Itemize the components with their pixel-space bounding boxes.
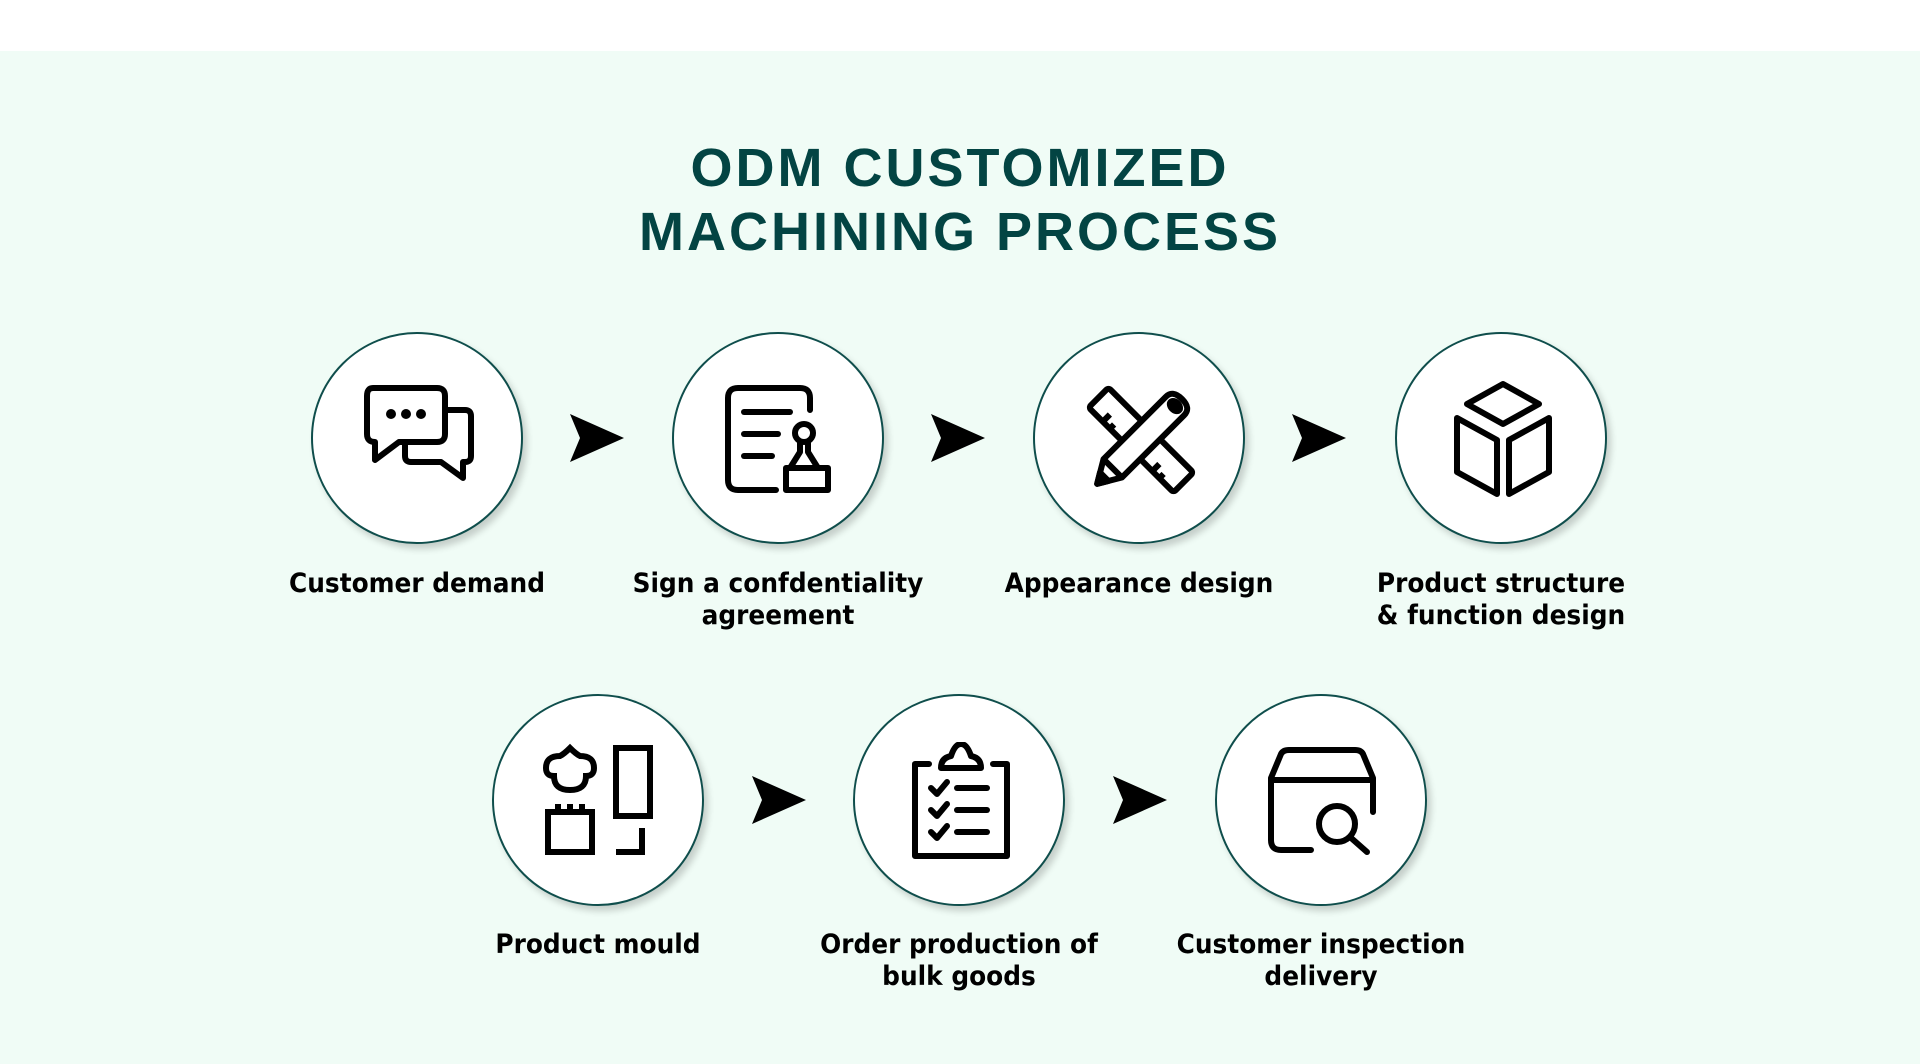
pencil-ruler-icon xyxy=(1086,385,1196,495)
step-6-label: Order production of bulk goods xyxy=(793,929,1124,993)
box-search-icon xyxy=(1268,747,1376,855)
step-6-circle xyxy=(853,694,1065,906)
step-4-label-line2: & function design xyxy=(1376,600,1626,631)
step-6-label-line2: bulk goods xyxy=(882,961,1036,992)
step-1-label-line1: Customer demand xyxy=(288,568,546,599)
chat-bubbles-icon xyxy=(364,385,474,481)
arrow-2-to-3 xyxy=(931,414,985,462)
step-6-label-line1: Order production of xyxy=(820,929,1098,960)
step-4-label: Product structure & function design xyxy=(1335,568,1666,632)
mould-icon xyxy=(542,743,653,855)
arrow-1-to-2 xyxy=(570,414,624,462)
step-7-label-line1: Customer inspection xyxy=(1176,929,1466,960)
arrow-6-to-7 xyxy=(1113,776,1167,824)
step-1-circle xyxy=(311,332,523,544)
cube-icon xyxy=(1454,381,1552,497)
title-line-2: MACHINING PROCESS xyxy=(638,202,1282,262)
step-1-label: Customer demand xyxy=(251,568,582,600)
document-stamp-icon xyxy=(725,385,831,493)
step-7-label: Customer inspection delivery xyxy=(1155,929,1486,993)
step-4-circle xyxy=(1395,332,1607,544)
arrow-5-to-6 xyxy=(752,776,806,824)
top-band xyxy=(0,0,1920,51)
step-7-circle xyxy=(1215,694,1427,906)
step-3-label: Appearance design xyxy=(973,568,1304,600)
step-2-label: Sign a confdentiality agreement xyxy=(612,568,943,632)
step-7-label-line2: delivery xyxy=(1264,961,1378,992)
step-3-circle xyxy=(1033,332,1245,544)
clipboard-checklist-icon xyxy=(912,742,1010,859)
step-3-label-line1: Appearance design xyxy=(1004,568,1274,599)
step-5-label-line1: Product mould xyxy=(495,929,701,960)
step-2-label-line2: agreement xyxy=(701,600,855,631)
title-line-1: ODM CUSTOMIZED xyxy=(690,138,1230,198)
step-2-label-line1: Sign a confdentiality xyxy=(632,568,924,599)
step-4-label-line1: Product structure xyxy=(1376,568,1626,599)
step-5-circle xyxy=(492,694,704,906)
arrow-3-to-4 xyxy=(1292,414,1346,462)
step-5-label: Product mould xyxy=(432,929,763,961)
step-2-circle xyxy=(672,332,884,544)
